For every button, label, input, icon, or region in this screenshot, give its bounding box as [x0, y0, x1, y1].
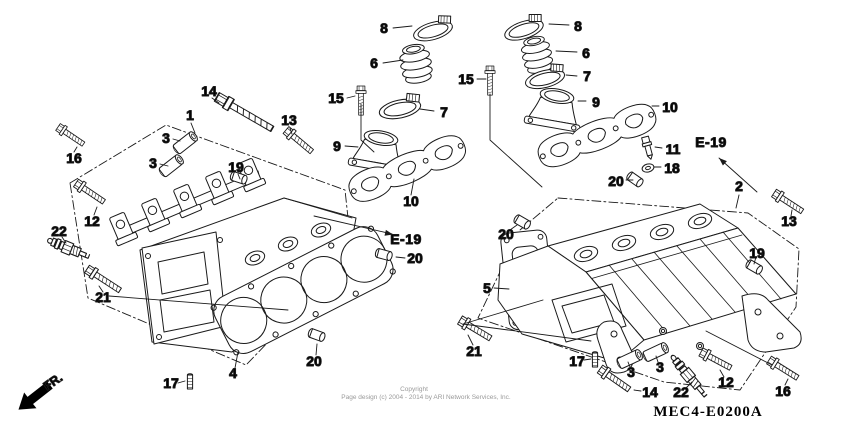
callout-21-rear: 21: [466, 343, 482, 359]
front-cylinder-head-drawing: [105, 156, 357, 353]
callout-17-front: 17: [163, 375, 179, 391]
reference-e19-front: E-19: [390, 231, 422, 247]
sensor-11: [641, 135, 653, 160]
callout-8-front: 8: [380, 20, 388, 36]
callout-20-front-right: 20: [407, 250, 423, 266]
bolt-12-front: [72, 177, 108, 208]
bolt-16-front: [54, 122, 87, 149]
callout-15-rear: 15: [458, 71, 474, 87]
diagram-code: MEC4-E0200A: [653, 404, 762, 420]
bolt-21-rear: [456, 314, 495, 345]
fr-direction-arrow: FR.: [18, 370, 66, 410]
fr-arrow-icon: [18, 381, 53, 410]
bolt-16-rear: [765, 354, 802, 384]
bolt-13-front: [281, 125, 316, 157]
tube-3-front-a: [171, 129, 200, 156]
callout-11: 11: [666, 141, 681, 157]
stud-17-front: [186, 373, 194, 390]
callout-7-front: 7: [440, 104, 448, 120]
stud-17-rear: [591, 351, 599, 368]
copyright-line-2: Page design (c) 2004 - 2014 by ARI Netwo…: [341, 394, 511, 401]
callout-21-front: 21: [95, 289, 111, 305]
callout-1: 1: [186, 107, 194, 123]
callout-22-front: 22: [51, 223, 67, 239]
dowel-20-rear-top: [624, 170, 645, 189]
callout-6-front: 6: [370, 55, 378, 71]
callout-16-rear: 16: [775, 383, 791, 399]
rear-cylinder-head-drawing: [497, 203, 802, 374]
callout-3-front-a: 3: [162, 130, 170, 146]
leader-lines: [61, 23, 793, 392]
front-head-assembly-box: [69, 124, 353, 366]
callout-10-rear: 10: [662, 99, 678, 115]
dowel-20-rear-left: [512, 213, 533, 231]
callout-16-front: 16: [66, 150, 82, 166]
callout-19-front: 19: [228, 159, 244, 175]
callout-13-front: 13: [281, 112, 297, 128]
clamp-upper-front: [409, 12, 457, 46]
callout-20-front-bottom: 20: [306, 353, 322, 369]
intake-funnel-rear: [523, 83, 587, 133]
callout-4: 4: [229, 365, 237, 381]
tube-3-front-b: [157, 152, 186, 179]
callout-5: 5: [483, 280, 491, 296]
callout-3-front-b: 3: [149, 155, 157, 171]
callout-8-rear: 8: [574, 18, 582, 34]
callout-12-front: 12: [84, 213, 100, 229]
callout-17-rear: 17: [569, 353, 585, 369]
dowel-20-front-bottom: [306, 327, 327, 343]
intake-boot-front: [396, 41, 436, 86]
callout-12-rear: 12: [718, 374, 734, 390]
callout-3-rear-b: 3: [656, 359, 664, 375]
callout-13-rear: 13: [781, 213, 797, 229]
callout-19-rear: 19: [749, 245, 765, 261]
callout-10-front: 10: [403, 193, 419, 209]
callout-22-rear: 22: [673, 384, 689, 400]
bolt-15-rear: [484, 65, 496, 96]
bolt-12-rear: [697, 346, 734, 374]
bolt-14-front: [212, 90, 277, 136]
reference-e19-rear: E-19: [695, 134, 727, 150]
callout-3-rear-a: 3: [627, 364, 635, 380]
callout-18: 18: [664, 160, 680, 176]
washer-18: [641, 163, 655, 173]
callout-2: 2: [735, 178, 743, 194]
callout-7-rear: 7: [583, 68, 591, 84]
copyright-line-1: Copyright: [400, 386, 428, 393]
clamp-lower-front: [376, 90, 425, 123]
callout-6-rear: 6: [582, 45, 590, 61]
callout-9-rear: 9: [592, 94, 600, 110]
callout-9-front: 9: [333, 138, 341, 154]
callout-14-front: 14: [201, 83, 217, 99]
callout-20-rear-left: 20: [498, 226, 514, 242]
callout-15-front: 15: [328, 90, 344, 106]
callout-20-rear-mid: 20: [608, 173, 624, 189]
callout-14-rear: 14: [642, 384, 658, 400]
e19-arrowheads: [384, 158, 727, 236]
